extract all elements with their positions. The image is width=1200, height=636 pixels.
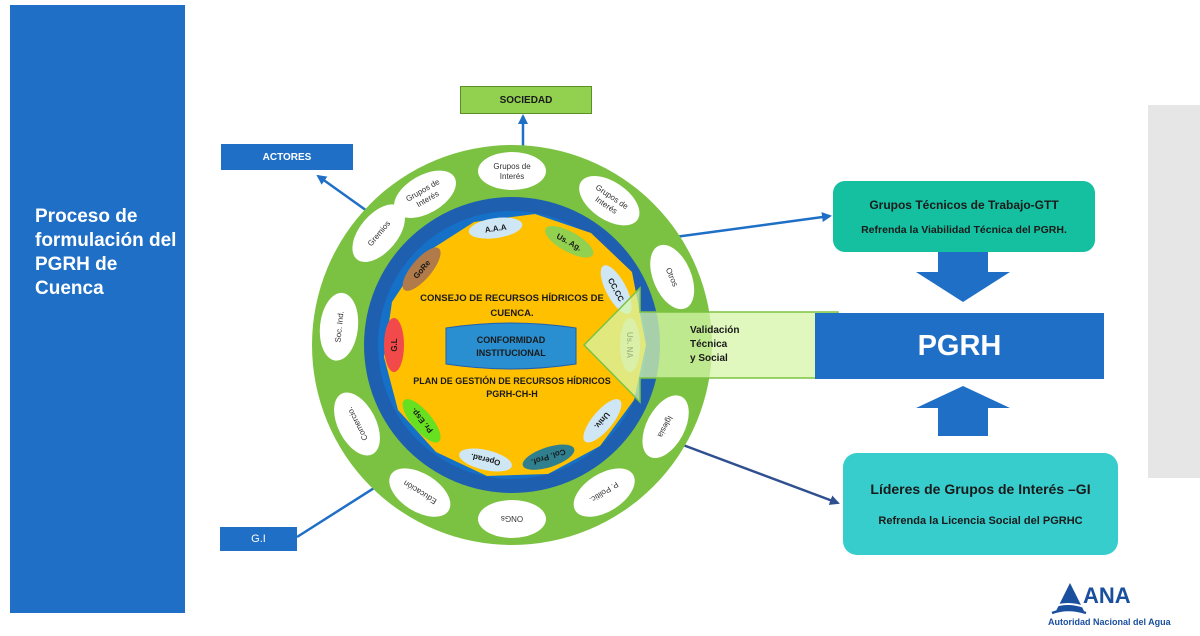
outer-ring-label: ONGs bbox=[501, 514, 523, 523]
arrow-to-lideres bbox=[674, 440, 840, 505]
up-arrow bbox=[916, 386, 1010, 436]
outer-ring-label: Soc. Ind. bbox=[333, 311, 345, 343]
pgrh-box: PGRH bbox=[815, 313, 1104, 379]
conformidad-banner bbox=[445, 322, 577, 370]
ana-logo-icon bbox=[1051, 583, 1087, 615]
sociedad-box: SOCIEDAD bbox=[460, 86, 592, 114]
validacion-line-3: y Social bbox=[690, 353, 728, 364]
inner-ring-item: Univ. bbox=[583, 399, 622, 443]
conformidad-line-2: INSTITUCIONAL bbox=[476, 348, 546, 358]
inner-ring-item: Operad. bbox=[459, 448, 512, 472]
lideres-subtitle: Refrenda la Licencia Social del PGRHC bbox=[878, 515, 1083, 527]
lideres-box: Líderes de Grupos de Interés –GI Refrend… bbox=[843, 453, 1118, 555]
outer-ring-label: Interés bbox=[500, 172, 524, 181]
inner-ring-item: CC.CC bbox=[600, 265, 632, 314]
validacion-line-2: Técnica bbox=[690, 339, 728, 350]
logo-subtitle: Autoridad Nacional del Agua bbox=[1048, 617, 1171, 627]
outer-ring-item: Educación bbox=[389, 468, 451, 517]
down-arrow bbox=[916, 252, 1010, 302]
conformidad-line-1: CONFORMIDAD bbox=[477, 335, 546, 345]
outer-ring-item: ONGs bbox=[478, 500, 546, 538]
outer-ring-item: Iglesia bbox=[642, 395, 689, 459]
logo-name: ANA bbox=[1083, 583, 1131, 608]
gtt-title: Grupos Técnicos de Trabajo-GTT bbox=[869, 197, 1059, 212]
consejo-line-2: CUENCA. bbox=[490, 308, 533, 319]
right-gray-panel bbox=[1148, 105, 1200, 478]
inner-ring-label: A.A.A bbox=[484, 223, 507, 235]
consejo-line-1: CONSEJO DE RECURSOS HÍDRICOS DE bbox=[420, 293, 604, 304]
validacion-line-1: Validación bbox=[690, 325, 739, 336]
inner-ring-item: G.L bbox=[384, 318, 404, 372]
validation-arrow bbox=[582, 286, 839, 404]
inner-ring-item: Us. Ag. bbox=[545, 226, 594, 258]
inner-ring-item: Col. Prof. bbox=[522, 444, 575, 470]
gtt-box: Grupos Técnicos de Trabajo-GTT Refrenda … bbox=[833, 181, 1095, 252]
plan-line-1: PLAN DE GESTIÓN DE RECURSOS HÍDRICOS bbox=[413, 375, 611, 386]
arrow-to-gtt bbox=[674, 212, 832, 239]
gtt-subtitle: Refrenda la Viabilidad Técnica del PGRH. bbox=[861, 223, 1067, 236]
plan-line-2: PGRH-CH-H bbox=[486, 389, 538, 399]
outer-ring-item: Soc. Ind. bbox=[319, 292, 359, 361]
actores-box: ACTORES bbox=[220, 143, 354, 171]
lideres-title: Líderes de Grupos de Interés –GI bbox=[870, 481, 1091, 497]
left-sidebar bbox=[10, 5, 185, 613]
outer-ring-label: Grupos de bbox=[493, 162, 531, 171]
gi-box: G.I bbox=[220, 527, 297, 551]
outer-ring-item: Gremios bbox=[352, 204, 405, 262]
outer-ring-item: Comercio. bbox=[334, 392, 380, 456]
inner-ring-label: G.L bbox=[390, 338, 399, 351]
outer-ring-item: P. Politic. bbox=[573, 468, 635, 517]
outer-ring-item: Otros bbox=[650, 244, 695, 310]
sidebar-title: Proceso de formulación del PGRH de Cuenc… bbox=[35, 206, 177, 299]
inner-ring-item: A.A.A bbox=[468, 217, 523, 239]
inner-ring-item: GoRe bbox=[402, 247, 441, 291]
